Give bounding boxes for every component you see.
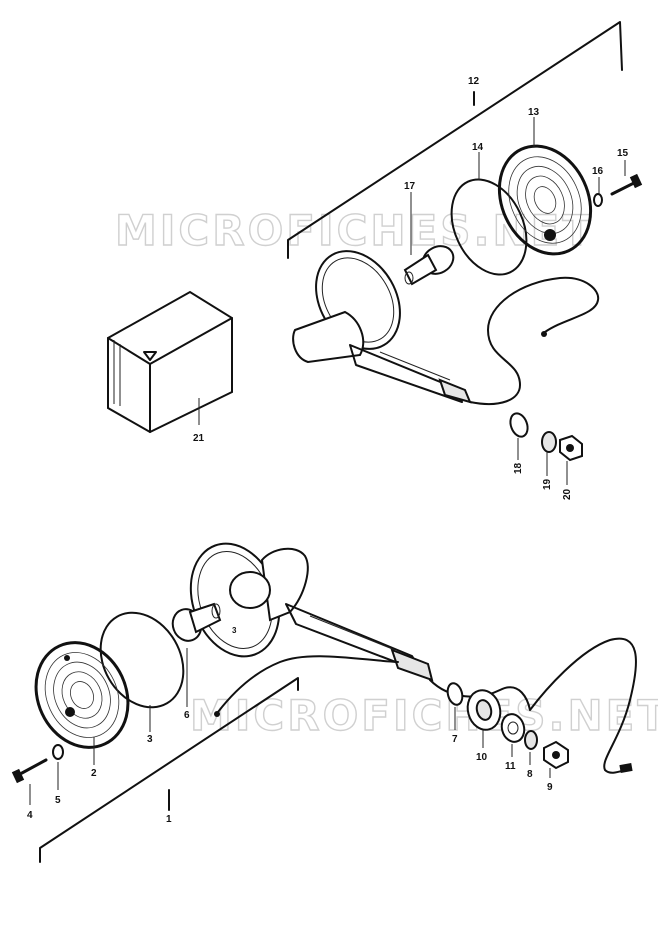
watermark-lower: MICROFICHES.NET [190, 691, 658, 740]
callout-17: 17 [404, 181, 416, 192]
callout-1: 1 [166, 814, 172, 825]
callout-20: 20 [562, 488, 573, 500]
callout-16: 16 [592, 166, 604, 177]
upper-bulb [403, 245, 455, 286]
upper-small-washer [593, 193, 603, 207]
callout-10: 10 [476, 752, 488, 763]
callout-9: 9 [547, 782, 553, 793]
callout-13: 13 [528, 107, 540, 118]
callout-4: 4 [27, 810, 33, 821]
lower-gasket-ring [99, 611, 185, 709]
lower-nut [543, 740, 569, 770]
lower-lens-screw [11, 758, 48, 784]
callout-2: 2 [91, 768, 97, 779]
callout-19: 19 [542, 478, 553, 490]
lower-bulb [171, 602, 222, 642]
lower-small-washer [52, 744, 64, 760]
upper-wire [469, 276, 600, 406]
watermark-upper: MICROFICHES.NET [115, 206, 594, 255]
callout-labels: 12 13 14 15 16 17 18 19 20 21 1 2 3 4 5 … [27, 76, 629, 825]
lower-long-wire [429, 637, 637, 774]
upper-lens-screw [610, 173, 643, 196]
callout-18: 18 [513, 462, 524, 474]
callout-21: 21 [193, 433, 205, 444]
callout-14: 14 [472, 142, 484, 153]
lower-leader-lines [29, 648, 551, 805]
upper-leader-lines [410, 117, 626, 485]
upper-lens [497, 144, 593, 256]
svg-text:3: 3 [232, 626, 237, 635]
lower-terminal-washer [500, 713, 526, 743]
lower-rubber-grommet [466, 689, 502, 731]
flasher-relay-box [107, 290, 233, 434]
callout-15: 15 [617, 148, 629, 159]
callout-8: 8 [527, 769, 533, 780]
upper-assembly-bracket [287, 21, 623, 259]
callout-3: 3 [147, 734, 153, 745]
lower-flat-washer [446, 682, 464, 706]
lower-lock-washer [524, 730, 538, 750]
callout-7: 7 [452, 734, 458, 745]
upper-gasket-ring [450, 178, 528, 276]
lower-lens [34, 641, 130, 749]
upper-lock-washer [541, 431, 557, 453]
lower-inner-wire [217, 655, 399, 713]
upper-nut [559, 434, 583, 462]
lower-assembly-bracket [39, 677, 299, 863]
callout-12: 12 [468, 76, 480, 87]
callout-6: 6 [184, 710, 190, 721]
callout-11: 11 [505, 761, 516, 772]
upper-flat-washer [509, 412, 529, 438]
upper-lamp-housing [292, 250, 472, 404]
callout-5: 5 [55, 795, 61, 806]
